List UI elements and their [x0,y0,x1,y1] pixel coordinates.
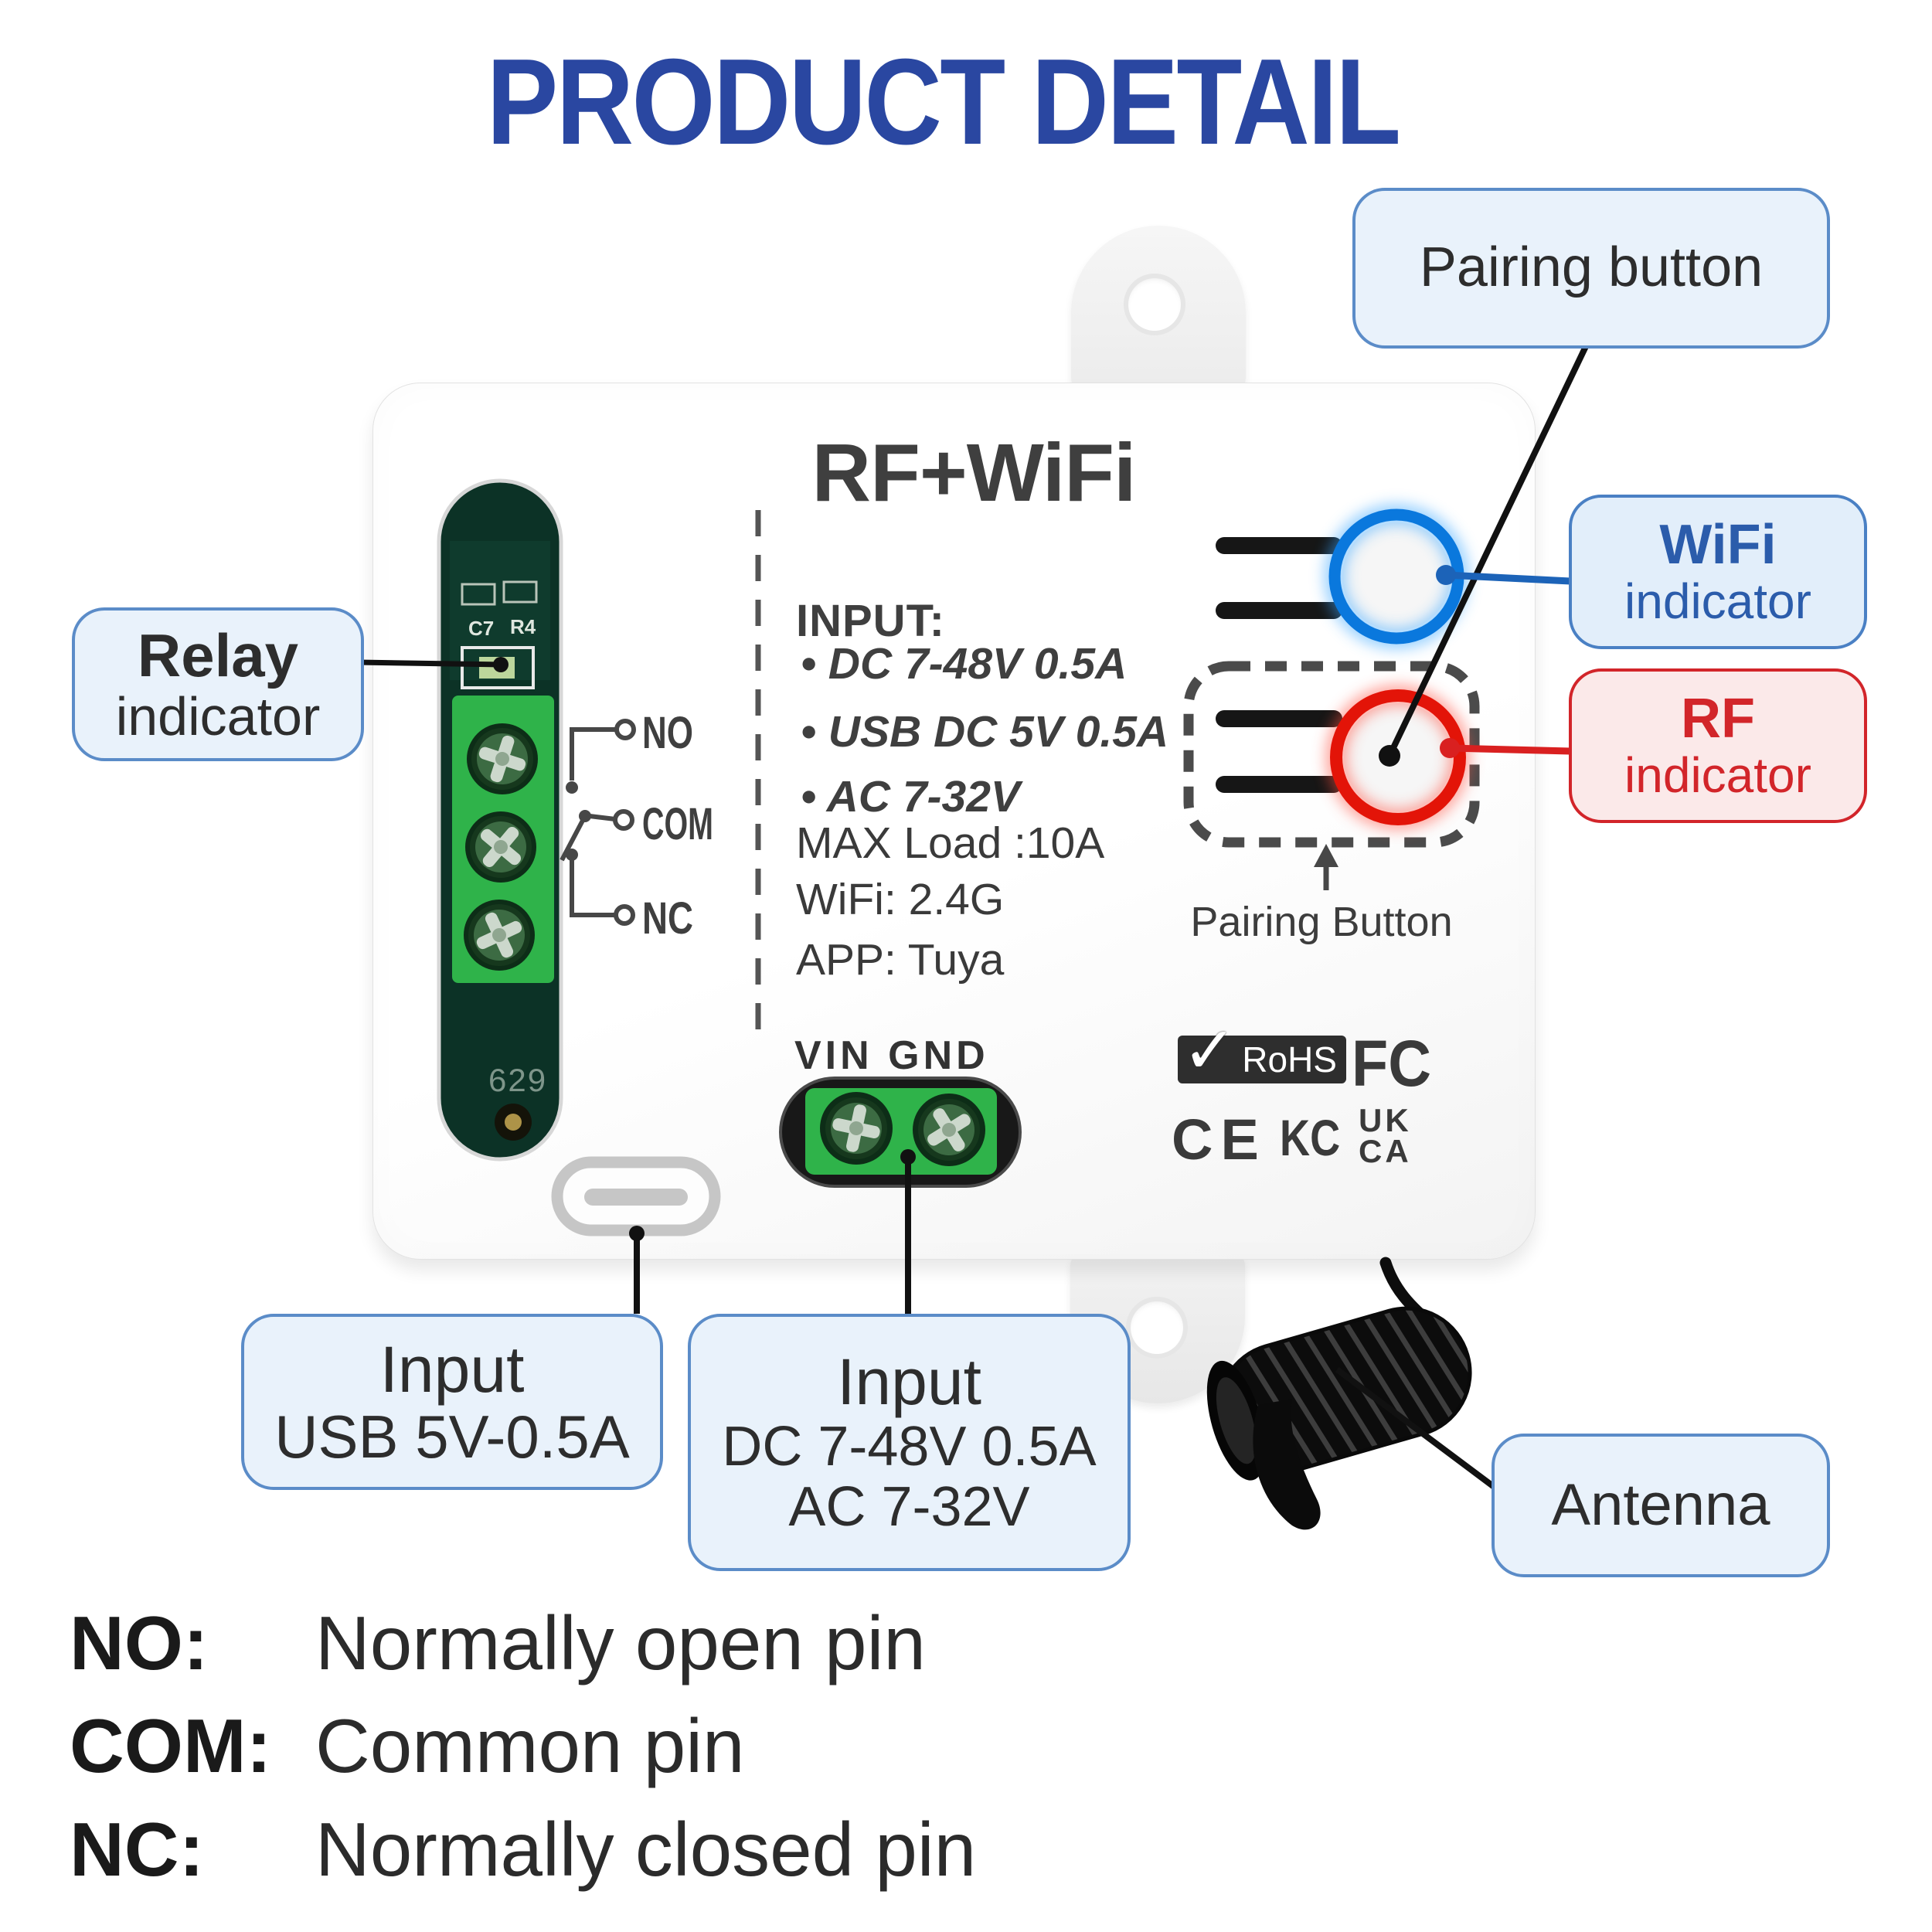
ukca-mark: UK CA [1359,1102,1412,1169]
relay-indicator-led [461,646,535,689]
page-title: PRODUCT DETAIL [486,34,1402,170]
device-model-label: RF+WiFi [811,427,1137,519]
spec-line: MAX Load :10A [796,818,1105,868]
spec-line: APP: Tuya [796,935,1005,985]
usb-c-port [551,1156,721,1236]
legend-definition: Normally open pin [315,1600,926,1685]
relay-pin-label-com: COM [642,799,713,849]
legend-term: NO: [70,1600,209,1685]
legend-definition: Common pin [315,1703,745,1788]
ce-mark: CE [1172,1107,1267,1172]
pcb-component-r4 [502,580,538,604]
vin-terminal [779,1077,1022,1188]
callout-rf-indicator: RF indicator [1569,668,1867,823]
callout-wifi-indicator: WiFi indicator [1569,495,1867,649]
input-item: • AC 7-32V [801,772,1020,821]
rohs-check-icon: ✓ [1182,1014,1237,1087]
rohs-badge: ✓ RoHS [1178,1014,1346,1087]
pcb-label-c7: C7 [468,617,494,640]
mounting-tab-top [1071,226,1246,392]
relay-window: C7 R4 629 [437,478,563,1162]
vin-gnd-label: VIN GND [794,1033,989,1078]
mounting-hole-top [1124,274,1185,335]
wifi-connector-line [1445,571,1571,585]
rf-connector-line [1449,744,1571,755]
pcb-label-r4: R4 [510,615,536,638]
pairing-dashed-outline [1183,661,1480,848]
connector-lines [357,340,1591,1501]
antenna-coil [1206,1257,1472,1530]
callout-pairing-button: Pairing button [1352,188,1830,349]
legend-definition: Normally closed pin [315,1807,977,1892]
input-item: • USB DC 5V 0.5A [801,707,1169,757]
callout-relay-indicator: Relay indicator [72,607,364,761]
relay-pin-label-no: NO [642,708,693,758]
legend-term: NC: [70,1807,205,1892]
relay-connector-line [357,659,502,668]
indicator-slots [1216,537,1342,793]
kc-mark: KC [1280,1109,1341,1166]
rf-indicator-ring [1330,689,1466,825]
callout-input-usb: Input USB 5V-0.5A [241,1314,663,1490]
legend-term: COM: [70,1703,272,1788]
legend-row: NC: Normally closed pin [70,1806,976,1893]
input-item: • DC 7-48V 0.5A [801,639,1128,689]
mounting-hole-bottom [1126,1297,1188,1359]
pcb-code: 629 [488,1062,547,1098]
legend-row: NO: Normally open pin [70,1600,926,1687]
relay-pin-schematic [560,719,636,926]
pcb-component-c7 [461,583,496,606]
pairing-button-caption: Pairing Button [1190,899,1453,945]
callout-antenna: Antenna [1492,1434,1830,1577]
relay-pin-label-nc: NC [642,893,693,944]
spec-line: WiFi: 2.4G [796,875,1005,924]
fcc-mark: FC [1352,1027,1432,1100]
antenna-connector-line [1335,1366,1511,1501]
pairing-connector-line [1386,340,1591,757]
legend-row: COM: Common pin [70,1702,745,1790]
callout-input-dc: Input DC 7-48V 0.5A AC 7-32V [688,1314,1131,1571]
input-heading: INPUT: [796,596,945,646]
